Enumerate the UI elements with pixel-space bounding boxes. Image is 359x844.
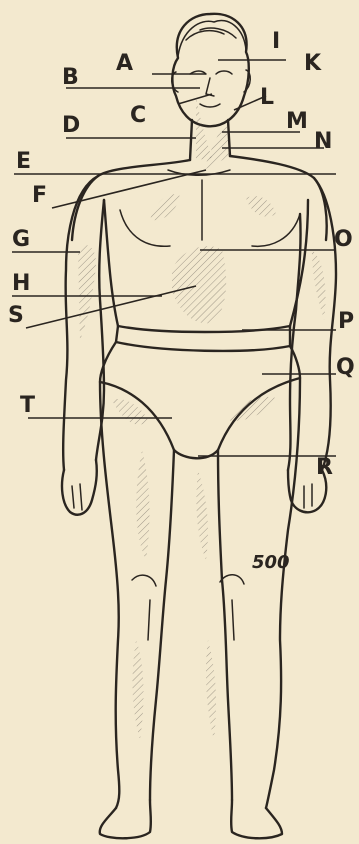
label-o: O bbox=[334, 227, 353, 252]
mouth bbox=[200, 104, 220, 107]
label-e: E bbox=[16, 149, 31, 174]
right-arm bbox=[288, 178, 336, 470]
label-t: T bbox=[20, 393, 35, 418]
label-d: D bbox=[62, 113, 80, 138]
label-b: B bbox=[62, 65, 79, 90]
label-h: H bbox=[12, 271, 30, 296]
label-s: S bbox=[8, 303, 24, 328]
right-foot bbox=[231, 800, 282, 838]
figure-number: 500 bbox=[252, 552, 290, 573]
label-i: I bbox=[272, 29, 280, 54]
left-hand bbox=[62, 460, 97, 515]
label-a: A bbox=[116, 51, 133, 76]
label-n: N bbox=[314, 129, 332, 154]
hair bbox=[178, 20, 246, 56]
right-leg bbox=[218, 378, 300, 808]
label-g: G bbox=[12, 227, 30, 252]
label-q: Q bbox=[336, 355, 355, 380]
left-leg bbox=[100, 382, 174, 808]
label-m: M bbox=[286, 109, 308, 134]
labels: A B C D E F G H I K L M N O P Q R S T bbox=[8, 29, 355, 480]
label-r: R bbox=[316, 455, 333, 480]
label-k: K bbox=[304, 51, 322, 76]
label-c: C bbox=[130, 103, 146, 128]
nose bbox=[206, 78, 214, 96]
label-f: F bbox=[32, 183, 47, 208]
label-l: L bbox=[260, 85, 274, 110]
left-foot bbox=[100, 800, 151, 838]
torso-outline bbox=[72, 156, 327, 240]
label-p: P bbox=[338, 309, 354, 334]
